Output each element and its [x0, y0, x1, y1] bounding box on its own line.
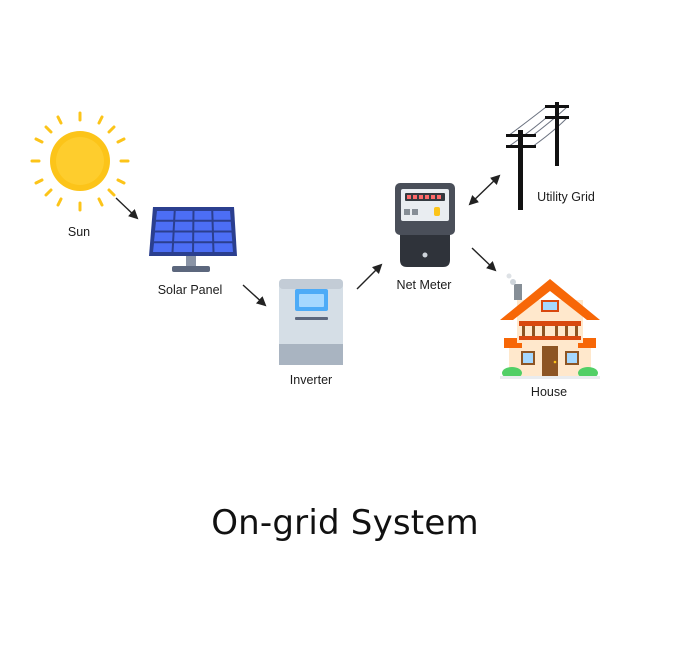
solar-cell: [174, 221, 193, 231]
solar-cell: [194, 243, 213, 252]
solar-cell: [155, 221, 174, 231]
arrow-sun-to-solar-panel: [115, 197, 139, 220]
solar-cell: [214, 243, 233, 252]
solar-cell: [213, 211, 231, 220]
utility-grid-label: Utility Grid: [537, 190, 595, 204]
solar-cell: [173, 243, 193, 252]
house-label: House: [530, 385, 568, 399]
solar-cell: [194, 221, 212, 231]
solar-cell: [156, 211, 174, 220]
arrow-inverter-to-net-meter: [356, 263, 383, 290]
solar-cell: [213, 221, 232, 231]
net-meter-icon: [395, 183, 455, 267]
solar-cell: [174, 232, 193, 242]
sun-label: Sun: [67, 225, 91, 239]
arrow-solar-panel-to-inverter: [242, 284, 267, 307]
arrow-net-meter-utility-grid: [468, 174, 501, 206]
utility-pole-icon: [506, 102, 569, 210]
solar-cell: [213, 232, 233, 242]
diagram-title: On-grid System: [211, 503, 479, 543]
solar-cell: [175, 211, 193, 220]
solar-cell: [194, 232, 213, 242]
solar-cell: [154, 232, 173, 242]
sun-icon: [30, 111, 130, 212]
solar-cell: [194, 211, 212, 220]
solar-panel-label: Solar Panel: [157, 283, 223, 297]
house-icon: [500, 273, 600, 379]
net-meter-label: Net Meter: [396, 278, 452, 292]
solar-panel-icon: [149, 207, 237, 272]
inverter-label: Inverter: [289, 373, 333, 387]
solar-cell: [153, 243, 173, 252]
arrow-net-meter-to-house: [471, 247, 497, 272]
inverter-icon: [279, 279, 343, 365]
